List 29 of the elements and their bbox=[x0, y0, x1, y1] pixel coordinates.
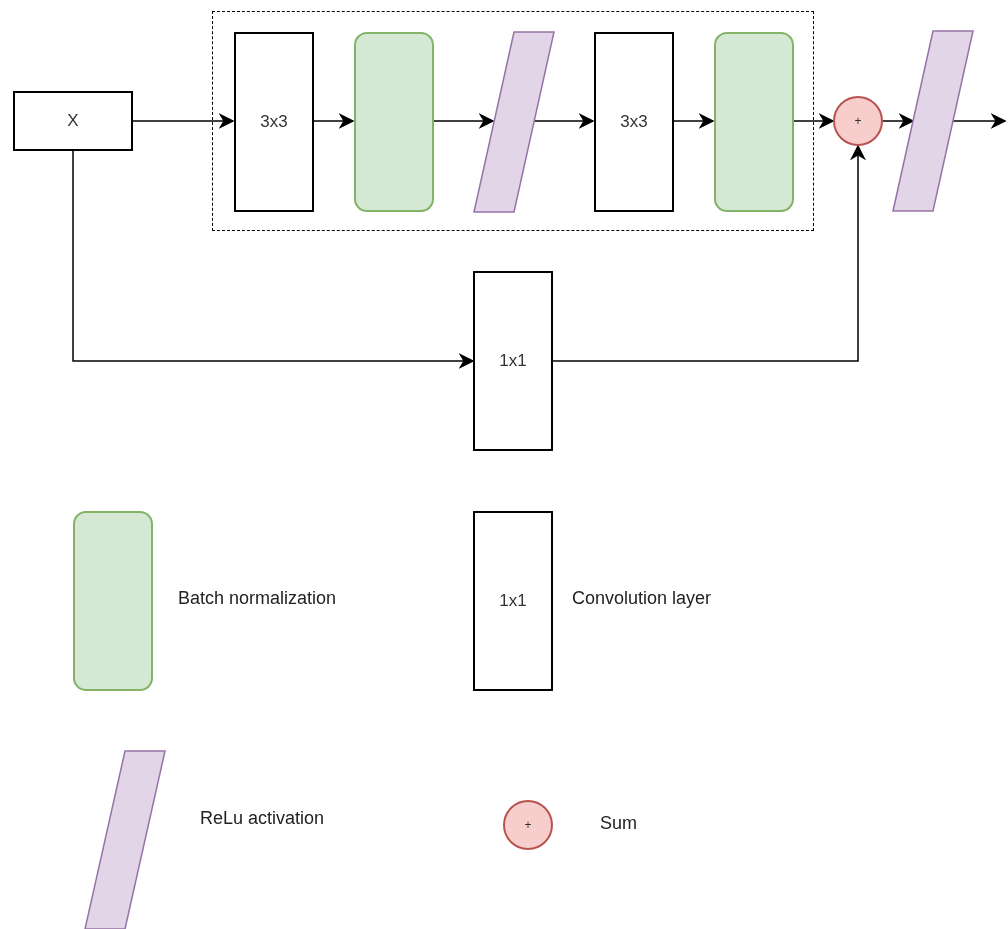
relu-parallelogram bbox=[893, 31, 973, 211]
batch-norm-box bbox=[73, 511, 153, 691]
layer-label: 1x1 bbox=[499, 591, 527, 611]
node-caption: Sum bbox=[600, 813, 637, 834]
plus-sign: + bbox=[854, 114, 862, 128]
sum-circle bbox=[503, 800, 553, 850]
node-caption: Batch normalization bbox=[178, 588, 337, 609]
arrow bbox=[72, 150, 475, 369]
layer-label: 1x1 bbox=[499, 351, 527, 371]
convolution-box bbox=[234, 32, 314, 212]
node-caption: ReLu activation bbox=[200, 808, 325, 829]
node-caption: Convolution layer bbox=[572, 588, 712, 609]
relu-parallelogram bbox=[474, 32, 554, 212]
layer-label: 3x3 bbox=[620, 112, 648, 132]
batch-norm-box bbox=[714, 32, 794, 212]
sum-circle bbox=[833, 96, 883, 146]
convolution-box bbox=[473, 271, 553, 451]
convolution-box bbox=[13, 91, 133, 151]
plus-sign: + bbox=[524, 818, 532, 832]
relu-parallelogram bbox=[85, 751, 165, 929]
arrow bbox=[552, 144, 866, 362]
layer-label: X bbox=[67, 111, 79, 131]
convolution-box bbox=[594, 32, 674, 212]
layer-label: 3x3 bbox=[260, 112, 288, 132]
batch-norm-box bbox=[354, 32, 434, 212]
arrow bbox=[132, 113, 235, 129]
dashed-group-frame bbox=[212, 11, 814, 231]
arrow bbox=[952, 113, 1007, 129]
convolution-box bbox=[473, 511, 553, 691]
